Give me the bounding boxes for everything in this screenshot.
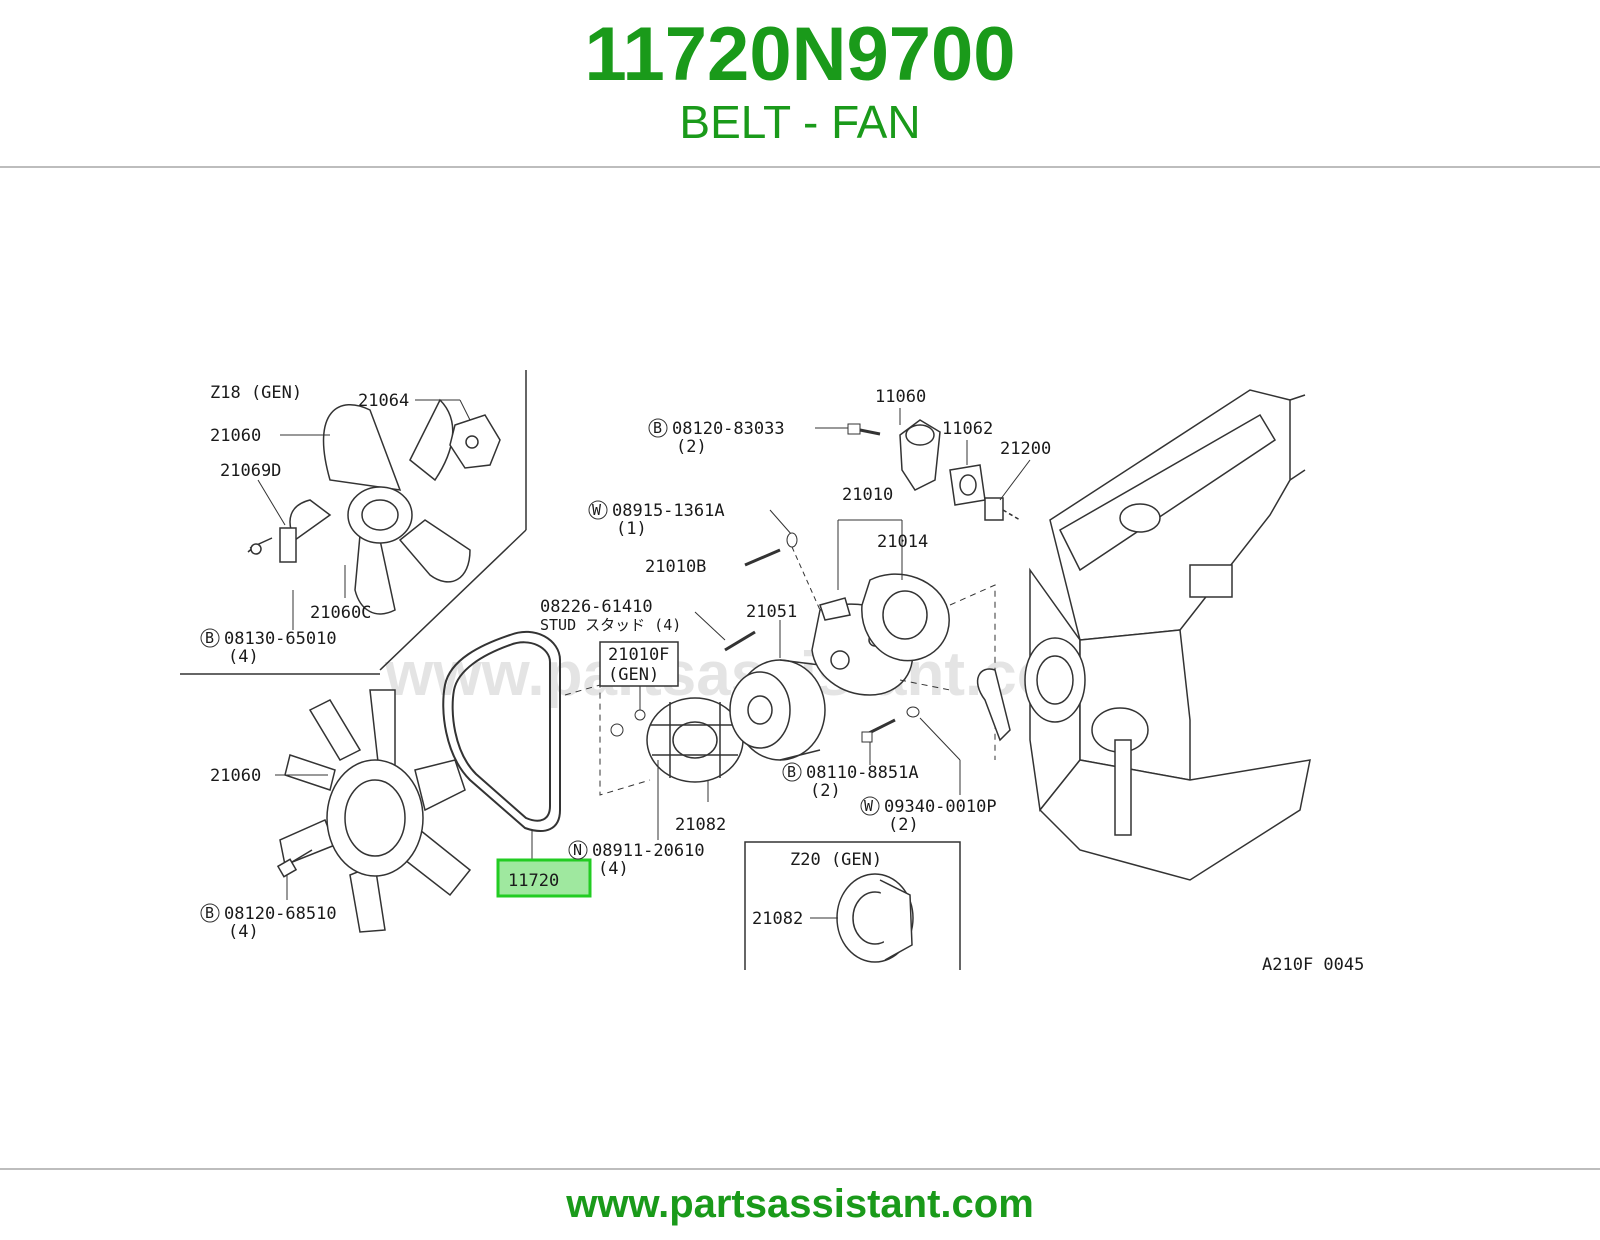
header-divider (0, 166, 1600, 168)
fan-spacer-21064 (449, 414, 501, 469)
fan-blade-main (279, 689, 472, 933)
callout-21010f: 21010F (608, 645, 669, 665)
callout-21200: 21200 (1000, 439, 1051, 459)
callout-08911-prefix: N (573, 841, 582, 859)
callout-08130-qty: (4) (228, 647, 259, 667)
callout-08120a: 08120-68510 (224, 904, 337, 924)
callout-08130-prefix: B (205, 629, 214, 647)
thermostat-housing-11060 (899, 419, 941, 491)
highlight-box-11720[interactable] (496, 858, 592, 898)
fan-coupling-21082 (646, 697, 744, 783)
sensor-21200 (984, 497, 1021, 521)
callout-08120a-qty: (4) (228, 922, 259, 942)
callout-08911-qty: (4) (598, 859, 629, 879)
fan-coupling-z20 (836, 873, 914, 963)
callout-21010f-sub: (GEN) (608, 665, 659, 685)
pulley-21051 (729, 659, 826, 761)
engine-block (1024, 389, 1311, 881)
figure-code: A210F 0045 (1262, 955, 1364, 975)
bracket-21069d (247, 527, 297, 563)
callout-21060-main: 21060 (210, 766, 261, 786)
callout-21060-z18: 21060 (210, 426, 261, 446)
callout-21051: 21051 (746, 602, 797, 622)
callout-21069d: 21069D (220, 461, 281, 481)
part-number-title: 11720N9700 (584, 12, 1016, 97)
callout-08110: 08110-8851A (806, 763, 919, 783)
callout-08120b-qty: (2) (676, 437, 707, 457)
callout-08915-prefix: W (592, 501, 602, 519)
callout-21010: 21010 (842, 485, 893, 505)
callout-08110-qty: (2) (810, 781, 841, 801)
fan-belt-11720 (442, 630, 561, 832)
callout-11720[interactable]: 11720 (508, 871, 559, 891)
footer-website-link[interactable]: www.partsassistant.com (566, 1182, 1034, 1226)
callout-11060: 11060 (875, 387, 926, 407)
callout-08915: 08915-1361A (612, 501, 725, 521)
footer-divider (0, 1168, 1600, 1170)
fan-blade-z18 (289, 398, 471, 615)
callout-09340-qty: (2) (888, 815, 919, 835)
callout-21082-z20: 21082 (752, 909, 803, 929)
callout-08226: 08226-61410 (540, 597, 653, 617)
callout-08120a-prefix: B (205, 904, 214, 922)
callout-08911: 08911-20610 (592, 841, 705, 861)
gasket-11062 (949, 464, 986, 506)
inset-label-z20: Z20 (GEN) (790, 850, 882, 870)
inset-label-z18: Z18 (GEN) (210, 383, 302, 403)
callout-09340-prefix: W (864, 797, 874, 815)
callout-21082-coupling: 21082 (675, 815, 726, 835)
callout-09340: 09340-0010P (884, 797, 997, 817)
page-header: 11720N9700 BELT - FAN (0, 0, 1600, 168)
callout-21060c: 21060C (310, 603, 371, 623)
callout-21064: 21064 (358, 391, 409, 411)
gasket-21014 (861, 573, 950, 662)
inset-frame-top-left (180, 370, 527, 675)
callout-08120b-prefix: B (653, 419, 662, 437)
callout-11062: 11062 (942, 419, 993, 439)
callout-08120b: 08120-83033 (672, 419, 785, 439)
callout-21014: 21014 (877, 532, 928, 552)
part-name-subtitle: BELT - FAN (679, 96, 921, 148)
callout-21010b: 21010B (645, 557, 706, 577)
bolt-08120-68510 (276, 849, 313, 878)
inset-frame-bottom (744, 841, 961, 970)
callout-08915-qty: (1) (616, 519, 647, 539)
callout-08130: 08130-65010 (224, 629, 337, 649)
parts-diagram: www.partsassistant.com Z18 (GEN) Z20 (GE… (180, 370, 1364, 975)
callout-08226-sub: STUD スタッド (4) (540, 616, 681, 634)
callout-08110-prefix: B (787, 763, 796, 781)
